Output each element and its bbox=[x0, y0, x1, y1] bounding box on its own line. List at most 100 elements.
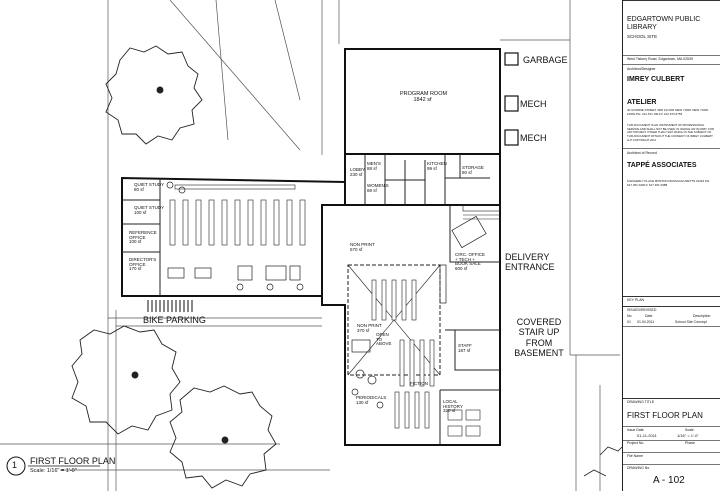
room-local-history: LOCAL HISTORY 320 sf bbox=[443, 399, 465, 414]
room-area: 370 sf bbox=[357, 327, 370, 333]
plan-scale: Scale: 1/16" = 1'-0" bbox=[30, 468, 77, 474]
architect-heading: Architect/Designer bbox=[627, 67, 656, 71]
drawing-title-heading: DRAWING TITLE bbox=[627, 400, 655, 404]
site-lines bbox=[0, 0, 620, 491]
room-name: NON PRINT bbox=[357, 323, 382, 328]
room-area: 88 sf bbox=[367, 187, 377, 193]
title-block: EDGARTOWN PUBLIC LIBRARY SCHOOL SITE Wes… bbox=[622, 0, 720, 491]
room-area: 130 sf bbox=[356, 399, 369, 405]
associate-address: 6 EDGERLY PLACE BOSTON MASSACHUSETTS 021… bbox=[627, 179, 710, 187]
file-name-label: File Name bbox=[627, 454, 643, 458]
room-mens: MEN'S 88 sf bbox=[367, 161, 381, 171]
project-phase: SCHOOL SITE bbox=[627, 34, 658, 39]
room-name: OPEN TO ABOVE bbox=[376, 332, 392, 346]
room-name: PROGRAM ROOM bbox=[400, 91, 448, 97]
atelier-address: 40 GOWRIE STREET 3RD FLOOR NEW YORK NEW … bbox=[627, 108, 709, 116]
associate-heading: Architect of Record bbox=[627, 151, 657, 155]
room-name: LOBBY bbox=[350, 167, 366, 172]
room-womens: WOMEN'S 88 sf bbox=[367, 183, 389, 193]
tree-nw bbox=[105, 45, 203, 145]
room-name: LOCAL HISTORY bbox=[443, 399, 463, 409]
room-area: 320 sf bbox=[443, 408, 456, 413]
architect-name: IMREY CULBERT bbox=[627, 76, 685, 83]
atelier-name: ATELIER bbox=[627, 99, 657, 106]
room-name: WOMEN'S bbox=[367, 183, 389, 188]
room-lobby: LOBBY 230 sf bbox=[350, 167, 366, 177]
shelving-main bbox=[371, 279, 481, 437]
room-area: 187 sf bbox=[458, 347, 471, 353]
copyright-note: THIS DOCUMENT IS AN INSTRUMENT OF PROFES… bbox=[627, 123, 715, 142]
room-fiction: FICTION bbox=[410, 381, 428, 387]
covered-stair-label: COVERED STAIR UP FROM BASEMENT bbox=[514, 317, 564, 359]
room-quiet-study-2: QUIET STUDY 100 sf bbox=[134, 205, 165, 215]
room-area: 170 sf bbox=[129, 266, 142, 271]
phase-label: Phase bbox=[685, 441, 695, 445]
issue-col-no: No. bbox=[627, 314, 633, 318]
issue-row-no: 01 bbox=[627, 320, 631, 324]
mech-label-2: MECH bbox=[520, 133, 547, 143]
project-name: EDGARTOWN PUBLIC LIBRARY bbox=[627, 16, 701, 32]
room-reference-office: REFERENCE OFFICE 100 sf bbox=[129, 230, 157, 245]
room-directors-office: DIRECTOR'S OFFICE 170 sf bbox=[129, 257, 157, 272]
drawing-no-heading: DRAWING No. bbox=[627, 466, 651, 470]
room-quiet-study-1: QUIET STUDY 80 sf bbox=[134, 182, 165, 192]
drawing-number-circle bbox=[6, 456, 26, 476]
room-area: 88 sf bbox=[367, 165, 377, 171]
room-area: 100 sf bbox=[134, 209, 147, 215]
issue-col-date: Date bbox=[645, 314, 653, 318]
service-enclosures bbox=[504, 52, 519, 146]
room-kitchen: KITCHEN 99 sf bbox=[427, 161, 447, 171]
issue-date: 01-11-2011 bbox=[637, 433, 657, 438]
drawing-title: FIRST FLOOR PLAN bbox=[627, 411, 703, 420]
associate-name: TAPPÉ ASSOCIATES bbox=[627, 162, 697, 169]
room-name: PERIODICALS bbox=[356, 395, 387, 400]
plan-number: 1 bbox=[12, 460, 18, 470]
room-name: STORAGE bbox=[462, 165, 484, 170]
project-no-label: Project No. bbox=[627, 441, 645, 445]
key-plan-heading: KEY PLAN bbox=[627, 298, 645, 302]
room-name: QUIET STUDY bbox=[134, 182, 165, 187]
issue-row-date: 01.04.2011 bbox=[637, 320, 655, 324]
furniture-main bbox=[351, 215, 487, 409]
room-area: 570 sf bbox=[350, 246, 363, 252]
tree-se-fragment bbox=[583, 446, 623, 477]
garbage-label: GARBAGE bbox=[523, 55, 568, 65]
issue-row-desc: School Site Concept bbox=[675, 320, 707, 324]
drawing-number: A - 102 bbox=[653, 475, 685, 486]
room-name: NON PRINT bbox=[350, 242, 375, 247]
room-area: 230 sf bbox=[350, 171, 363, 177]
room-staff: STAFF 187 sf bbox=[458, 343, 472, 353]
shelving-west bbox=[169, 184, 306, 246]
room-program-room: PROGRAM ROOM 1842 sf bbox=[400, 91, 448, 103]
room-name: QUIET STUDY bbox=[134, 205, 165, 210]
scale-value: 1/16" = 1'-0" bbox=[677, 433, 699, 438]
room-storage: STORAGE 80 sf bbox=[462, 165, 484, 175]
delivery-entrance-label: DELIVERY ENTRANCE bbox=[505, 252, 555, 273]
room-name: CIRC. OFFICE + TECH + BOOK SALE bbox=[455, 252, 485, 266]
building-walls bbox=[121, 48, 501, 446]
room-name: KITCHEN bbox=[427, 161, 447, 166]
room-area: 100 sf bbox=[129, 239, 142, 244]
covered-stair bbox=[462, 204, 501, 220]
issue-date-label: Issue Date bbox=[627, 428, 644, 432]
scale-label: Scale bbox=[685, 428, 694, 432]
room-circ-office: CIRC. OFFICE + TECH + BOOK SALE 600 sf bbox=[455, 252, 485, 271]
project-address: West Tisbury Road, Edgartown, MA 02539 bbox=[627, 57, 693, 61]
room-non-print-1: NON PRINT 570 sf bbox=[350, 242, 375, 252]
room-name: STAFF bbox=[458, 343, 472, 348]
issue-col-desc: Description bbox=[693, 314, 711, 318]
room-area: 80 sf bbox=[134, 186, 144, 192]
room-periodicals: PERIODICALS 130 sf bbox=[356, 395, 387, 405]
mech-label-1: MECH bbox=[520, 99, 547, 109]
room-name: FICTION bbox=[410, 381, 428, 386]
bike-racks bbox=[147, 300, 193, 312]
room-non-print-2: NON PRINT 370 sf bbox=[357, 323, 382, 333]
room-area: 80 sf bbox=[462, 169, 472, 175]
room-area: 1842 sf bbox=[413, 96, 432, 103]
room-open-to-above: OPEN TO ABOVE bbox=[376, 332, 396, 347]
tree-sw bbox=[71, 325, 181, 435]
tree-s bbox=[169, 385, 277, 489]
room-name: DIRECTOR'S OFFICE bbox=[129, 257, 157, 267]
room-name: REFERENCE OFFICE bbox=[129, 230, 157, 240]
